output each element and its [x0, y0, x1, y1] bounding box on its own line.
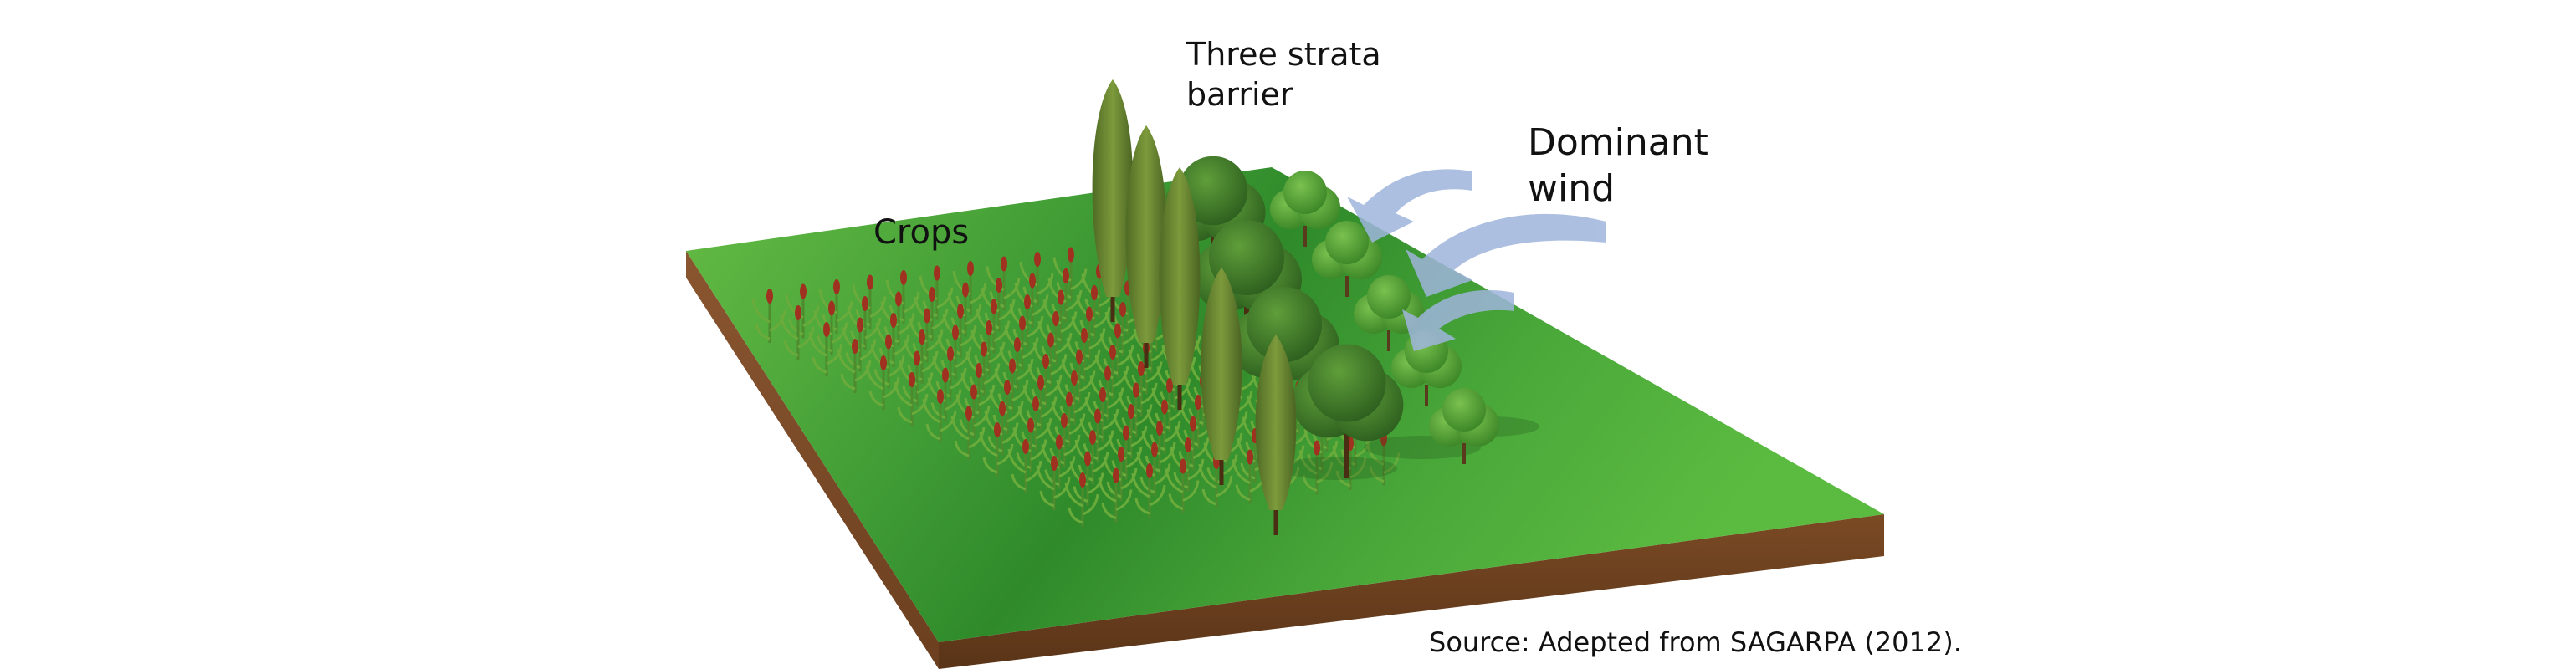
- ground-left-side: [686, 251, 939, 669]
- crop-plant-icon: [1046, 413, 1081, 467]
- crop-plant-icon: [1136, 442, 1171, 497]
- poplar-tree-icon: [1092, 79, 1134, 322]
- poplar-tree-icon: [1201, 268, 1242, 485]
- wind-arrows: [1347, 169, 1606, 351]
- crop-plant-icon: [922, 389, 957, 443]
- crops-label: Crops: [873, 213, 970, 252]
- crop-plant-icon: [837, 339, 872, 393]
- crop-plant-icon: [1232, 449, 1267, 504]
- shrub-icon: [1354, 275, 1424, 351]
- crop-plant-icon: [1118, 382, 1153, 437]
- crop-plant-icon: [986, 256, 1021, 311]
- crop-plant-icon: [1175, 416, 1210, 471]
- source-caption: Source: Adepted from SAGARPA (2012).: [1429, 626, 1962, 658]
- crop-plant-icon: [1051, 391, 1086, 447]
- crop-plant-icon: [955, 384, 991, 439]
- poplar-tree-icon: [1125, 125, 1167, 368]
- crop-plant-icon: [894, 372, 929, 426]
- poplar-tree-icon: [1255, 334, 1297, 535]
- wind-label: Dominant wind: [1528, 121, 1708, 210]
- crop-plant-icon: [865, 355, 900, 410]
- crop-plant-icon: [1098, 467, 1133, 523]
- crop-plant-icon: [1089, 365, 1124, 421]
- shrub-row: [1270, 171, 1499, 464]
- poplar-tree-icon: [1159, 167, 1201, 410]
- crop-plant-icon: [1131, 463, 1166, 518]
- crop-plant-icon: [1061, 349, 1096, 404]
- crop-plant-icon: [950, 406, 986, 460]
- shrub-icon: [1270, 171, 1340, 247]
- crop-plant-icon: [751, 289, 786, 343]
- crop-plant-icon: [932, 346, 967, 401]
- shrub-icon: [1429, 388, 1499, 464]
- shrub-icon: [1312, 221, 1382, 297]
- barrier-label: Three strata barrier: [1186, 36, 1381, 113]
- poplar-row: [1092, 79, 1297, 535]
- crop-plant-icon: [899, 350, 934, 406]
- crop-plant-icon: [1103, 447, 1138, 501]
- crop-plant-icon: [1298, 440, 1334, 495]
- ground-front-side: [939, 514, 1884, 669]
- crop-plant-icon: [1165, 458, 1200, 513]
- crop-plant-icon: [1036, 456, 1071, 510]
- round-tree-icon: [1193, 220, 1302, 351]
- crop-plant-icon: [984, 401, 1019, 456]
- crop-plant-icon: [808, 322, 843, 376]
- crop-plant-icon: [1017, 396, 1052, 451]
- crop-plant-icon: [1079, 408, 1114, 463]
- crop-plant-icon: [979, 422, 1014, 477]
- crop-plant-icon: [780, 305, 815, 360]
- crop-plant-icon: [1007, 439, 1042, 493]
- wind-arrow-icon: [1347, 169, 1472, 243]
- wind-arrow-icon: [1406, 213, 1606, 297]
- round-tree-icon: [1292, 344, 1404, 478]
- crop-plant-icon: [1064, 472, 1099, 527]
- crop-plant-icon: [927, 367, 962, 422]
- crop-plant-icon: [1084, 387, 1119, 442]
- wind-arrow-icon: [1402, 289, 1514, 351]
